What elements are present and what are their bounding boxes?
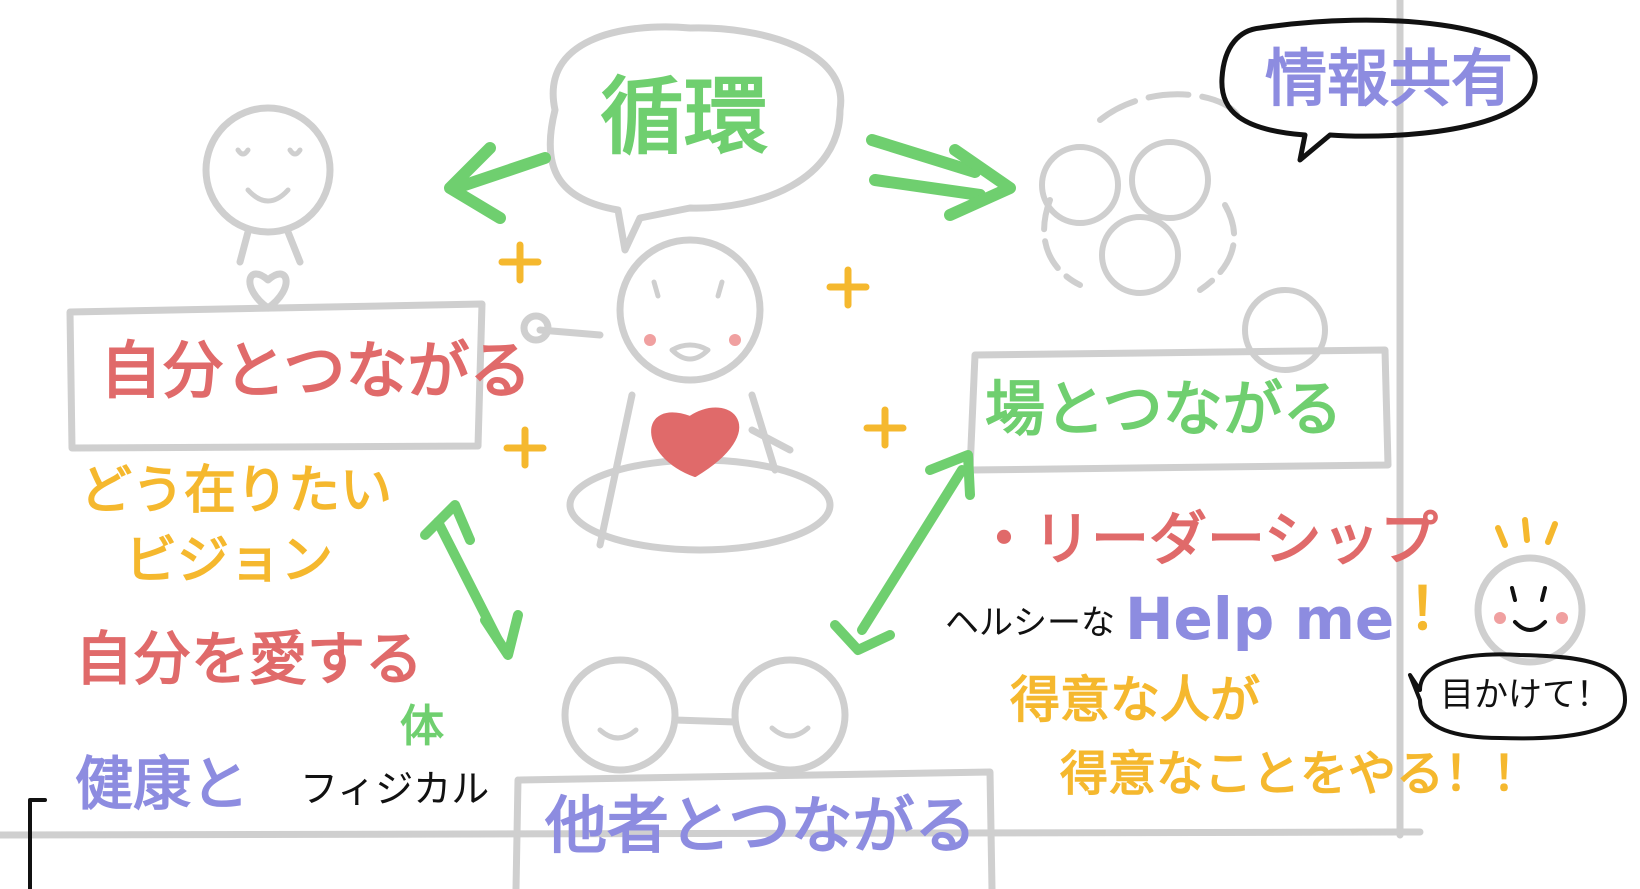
help-me-label: Help me (1125, 585, 1395, 653)
leadership-label: ・リーダーシップ (975, 505, 1438, 573)
info-bubble (1219, 17, 1538, 163)
cycle-bubble (546, 23, 845, 254)
health-label: 健康と (75, 750, 250, 818)
physical-label: フィジカル (300, 767, 490, 811)
frame-lines (0, 0, 1424, 839)
self-line-3: 自分を愛する (75, 625, 424, 693)
good-at-line-2: 得意なことをやる！！ (1060, 746, 1541, 802)
cycle-arrows (444, 134, 1016, 224)
speech-label: 目かけて！ (1440, 675, 1610, 715)
cheering-person-icon (1474, 517, 1586, 666)
good-at-line-1: 得意な人が (1010, 671, 1260, 729)
group-of-people-icon (1039, 91, 1328, 373)
others-title: 他者とつながる (545, 789, 977, 862)
cycle-label: 循環 (600, 68, 769, 166)
body-label: 体 (400, 701, 444, 752)
connection-arrows (420, 450, 975, 660)
self-title: 自分とつながる (100, 334, 532, 407)
speech-bubble (1408, 652, 1627, 741)
bracket (28, 798, 47, 889)
info-share-label: 情報共有 (1265, 42, 1514, 115)
center-person-heart-icon (520, 236, 834, 554)
place-box (966, 346, 1392, 474)
self-line-2: ビジョン (125, 531, 334, 591)
healthy-label: ヘルシーな (945, 603, 1115, 643)
place-title: 場とつながる (985, 375, 1343, 445)
self-line-1: どう在りたい (80, 461, 393, 521)
self-box (66, 300, 486, 452)
exclaim-label: ！ (1408, 575, 1467, 643)
sparkle-plus-marks (498, 241, 907, 469)
person-heart-icon (202, 104, 334, 312)
pair-of-people-icon (512, 656, 996, 889)
